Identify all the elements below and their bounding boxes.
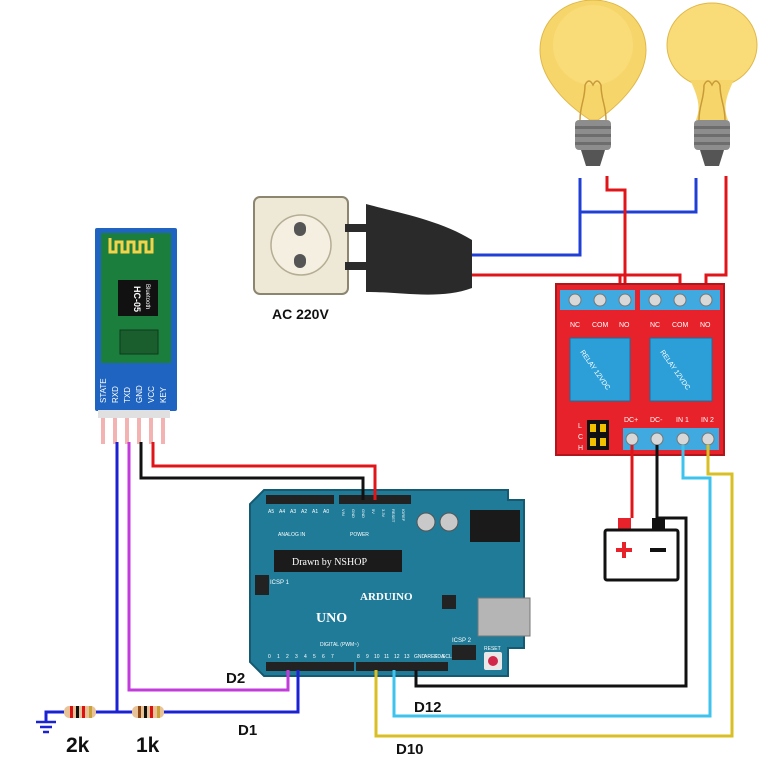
arduino-chip-text: Drawn by NSHOP (292, 557, 367, 568)
arduino-digital-pins: 0 1 2 3 4 5 6 7 8 9 10 11 12 13 GND AREF… (268, 654, 452, 660)
light-bulb-left (539, 0, 647, 166)
wire-label-d12: D12 (414, 699, 442, 716)
arduino-digital-label: DIGITAL (PWM~) (320, 642, 359, 648)
wire-label-d1: D1 (238, 722, 257, 739)
battery-12v (603, 518, 680, 582)
relay-jumper-labels: L C H (578, 423, 583, 452)
pin-label: 10 (374, 654, 380, 660)
relay-terminal-label: NC (650, 322, 660, 329)
pin-label: 3 (295, 654, 298, 660)
arduino-icsp2-label: ICSP 2 (452, 638, 472, 644)
pin-label: 2 (286, 654, 289, 660)
pin-label: A0 (323, 509, 329, 515)
pin-label: A5 (268, 509, 274, 515)
pin-label: AREF (424, 654, 437, 660)
relay-terminal-label: NO (700, 322, 711, 329)
relay-module (555, 283, 725, 456)
relay-terminal-label: COM (672, 322, 689, 329)
hc05-pin-label: GND (135, 385, 144, 403)
relay-input-label: DC+ (624, 417, 638, 424)
ac-wires (470, 176, 728, 292)
pin-label: 9 (366, 654, 369, 660)
pin-label: A3 (290, 509, 296, 515)
hc05-title: HC-05 (132, 286, 142, 312)
pin-label: VIN (341, 509, 346, 516)
pin-label: 1 (277, 654, 280, 660)
pin-label: 0 (268, 654, 271, 660)
ground-icon (36, 720, 56, 734)
hc05-bluetooth-module (95, 228, 177, 444)
hc05-pin-labels: STATE RXD TXD GND VCC KEY (99, 378, 168, 403)
pin-label: A2 (301, 509, 307, 515)
jumper-label: L (578, 423, 582, 430)
relay-input-label: DC- (650, 417, 663, 424)
pin-label: 6 (322, 654, 325, 660)
pin-label: 3.3V (381, 509, 386, 518)
pin-label: 8 (357, 654, 360, 660)
hc05-subtitle: Bluetooth (144, 284, 150, 309)
hc05-pin-label: RXD (111, 386, 120, 403)
outlet-label: AC 220V (272, 306, 329, 322)
relay-terminal-labels: NC COM NO NC COM NO (570, 322, 711, 329)
arduino-uno-board (249, 489, 531, 677)
pin-label: SCL (442, 654, 452, 660)
resistor-2k-label: 2k (66, 734, 90, 757)
hc05-pin-label: VCC (147, 386, 156, 403)
relay-input-label: IN 2 (701, 417, 714, 424)
pin-label: 11 (384, 654, 389, 660)
pin-label: GND (351, 509, 356, 518)
pin-label: 7 (331, 654, 334, 660)
relay-terminal-label: COM (592, 322, 609, 329)
pin-label: 13 (404, 654, 410, 660)
pin-label: 5V (371, 509, 376, 514)
pin-label: GND (414, 654, 426, 660)
hc05-pin-label: TXD (123, 387, 132, 403)
arduino-reset-label: RESET (484, 646, 501, 652)
pin-label: IOREF (401, 509, 406, 522)
relay-input-label: IN 1 (676, 417, 689, 424)
relay-terminal-label: NO (619, 322, 630, 329)
ac-plug (345, 204, 472, 295)
relay-terminal-label: NC (570, 322, 580, 329)
arduino-model: UNO (316, 611, 347, 626)
wire-label-d2: D2 (226, 670, 245, 687)
jumper-label: C (578, 434, 583, 441)
pin-label: GND (361, 509, 366, 518)
hc05-pin-label: STATE (99, 378, 108, 403)
arduino-analog-label: ANALOG IN (278, 532, 306, 538)
jumper-label: H (578, 445, 583, 452)
pin-label: 5 (313, 654, 316, 660)
arduino-brand: ARDUINO (360, 591, 413, 603)
wire-label-d10: D10 (396, 741, 424, 758)
pin-label: 12 (394, 654, 400, 660)
arduino-power-label: POWER (350, 532, 369, 538)
relay-input-labels: DC+ DC- IN 1 IN 2 (624, 417, 714, 424)
pin-label: A1 (312, 509, 318, 515)
ac-outlet (253, 196, 349, 295)
arduino-icsp1-label: ICSP 1 (270, 580, 290, 586)
resistor-1k-label: 1k (136, 734, 160, 757)
resistor-2k (64, 706, 96, 718)
arduino-analog-pins: A5 A4 A3 A2 A1 A0 (268, 509, 329, 515)
pin-label: 4 (304, 654, 307, 660)
pin-label: RESET (391, 509, 396, 523)
pin-label: SDA (434, 654, 445, 660)
light-bulb-right (666, 2, 758, 166)
arduino-power-pins: VIN GND GND 5V 3.3V RESET IOREF (341, 509, 406, 523)
hc05-pin-label: KEY (159, 386, 168, 403)
pin-label: A4 (279, 509, 285, 515)
resistor-1k (132, 706, 164, 718)
